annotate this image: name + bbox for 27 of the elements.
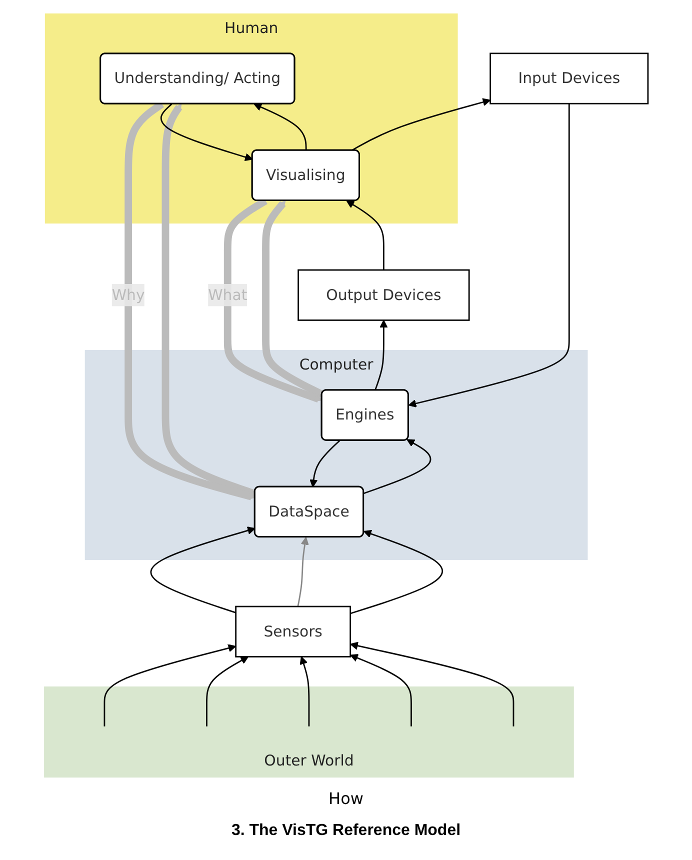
- arrow: [310, 440, 340, 488]
- process-box: Engines: [320, 389, 409, 441]
- arrow: [350, 642, 514, 726]
- arrow: [160, 104, 253, 162]
- arrow: [206, 656, 249, 726]
- arrow: [350, 654, 412, 726]
- process-box: Understanding/ Acting: [100, 52, 296, 104]
- arrow: [408, 104, 570, 408]
- figure-caption: 3. The VisTG Reference Model: [231, 822, 461, 840]
- arrow: [254, 103, 307, 151]
- arrow: [300, 656, 310, 726]
- device-box: Sensors: [235, 606, 352, 658]
- loop-arrow: [262, 200, 324, 398]
- arrow: [104, 644, 236, 726]
- device-box: Input Devices: [490, 52, 649, 104]
- arrow: [374, 320, 388, 391]
- loop-arrow: [162, 104, 256, 498]
- arrow: [351, 98, 491, 152]
- arrow: [350, 530, 443, 614]
- process-box: Visualising: [251, 149, 360, 201]
- device-box: Output Devices: [298, 269, 470, 321]
- arrow: [364, 439, 432, 494]
- process-box: DataSpace: [254, 486, 364, 538]
- loop-label: How: [328, 789, 364, 808]
- arrow: [346, 200, 384, 270]
- region-band: Outer World: [44, 686, 574, 778]
- arrow: [297, 536, 309, 607]
